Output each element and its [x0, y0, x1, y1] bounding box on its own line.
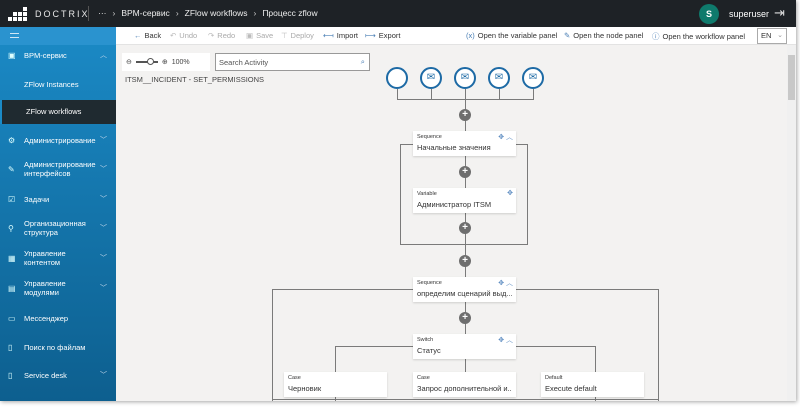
zoom-out-icon[interactable]: ⊖ [126, 59, 132, 66]
move-collapse-icon[interactable]: ✥ ︿ [498, 280, 513, 287]
chevron-down-icon: ﹀ [100, 285, 107, 292]
import-icon: ⟻ [323, 31, 334, 40]
pencil-icon: ✎ [564, 31, 571, 40]
redo-icon: ↷ [208, 31, 215, 40]
import-button[interactable]: ⟻Import [323, 31, 359, 40]
logout-icon[interactable]: ⇥ [774, 5, 785, 20]
undo-button[interactable]: ↶Undo [170, 31, 198, 40]
chevron-down-icon: ﹀ [100, 196, 107, 203]
chat-icon: ▭ [8, 313, 16, 323]
envelope-icon: ✉ [494, 72, 504, 83]
breadcrumb: ··· › BPM-сервис › ZFlow workflows › Про… [98, 8, 318, 18]
org-icon: ⚲ [8, 223, 14, 233]
chevron-right-icon: › [253, 8, 257, 18]
workflow-canvas[interactable]: ⊖ ⊕ 100% Search Activity⌕ ITSM__INCIDENT… [116, 45, 796, 401]
move-collapse-icon[interactable]: ✥ ︿ [498, 134, 513, 141]
toolbar: ←Back ↶Undo ↷Redo ▣Save ⊤Deploy ⟻Import … [116, 27, 796, 45]
envelope-icon: ✉ [528, 72, 538, 83]
export-icon: ⟼ [365, 31, 376, 40]
add-node-button[interactable]: + [459, 166, 471, 178]
zoom-control: ⊖ ⊕ 100% [122, 53, 210, 71]
add-node-button[interactable]: + [459, 109, 471, 121]
gear-icon: ⚙ [8, 135, 16, 145]
chevron-down-icon: ﹀ [100, 372, 107, 379]
start-event[interactable] [386, 67, 408, 89]
service-desk-icon: ▯ [8, 370, 13, 380]
chevron-down-icon: ﹀ [100, 166, 107, 173]
arrow-left-icon: ← [134, 31, 142, 40]
vertical-scrollbar[interactable] [787, 45, 796, 401]
info-icon: ⓘ [652, 32, 660, 41]
breadcrumb-more[interactable]: ··· [98, 8, 107, 18]
envelope-icon: ✉ [460, 72, 470, 83]
redo-button[interactable]: ↷Redo [208, 31, 236, 40]
user-menu[interactable]: S superuser [699, 4, 769, 24]
export-button[interactable]: ⟼Export [365, 31, 401, 40]
chevron-down-icon: ﹀ [100, 137, 107, 144]
content-icon: ▦ [8, 253, 16, 263]
workflow-name: ITSM__INCIDENT - SET_PERMISSIONS [125, 75, 265, 84]
add-node-button[interactable]: + [459, 312, 471, 324]
message-event[interactable]: ✉ [454, 67, 476, 89]
message-event[interactable]: ✉ [522, 67, 544, 89]
chevron-right-icon: › [175, 8, 179, 18]
sidebar: ▣BPM-сервис︿ ZFlow Instances ZFlow workf… [0, 27, 116, 401]
modules-icon: ▤ [8, 283, 16, 293]
zoom-level: 100% [171, 58, 190, 66]
chevron-down-icon: ﹀ [100, 225, 107, 232]
save-button[interactable]: ▣Save [246, 31, 274, 40]
chevron-down-icon: ﹀ [100, 255, 107, 262]
language-select[interactable]: EN⌄ [757, 28, 787, 44]
hamburger-icon[interactable] [10, 33, 19, 38]
scrollbar-thumb[interactable] [788, 55, 795, 100]
undo-icon: ↶ [170, 31, 177, 40]
chevron-right-icon: › [112, 8, 116, 18]
breadcrumb-item[interactable]: ZFlow workflows [184, 8, 248, 18]
back-button[interactable]: ←Back [134, 31, 162, 40]
user-name[interactable]: superuser [729, 9, 770, 19]
open-node-panel-button[interactable]: ✎Open the node panel [564, 31, 644, 40]
move-collapse-icon[interactable]: ✥ ︿ [498, 337, 513, 344]
zoom-in-icon[interactable]: ⊕ [161, 59, 168, 66]
variable-icon: (x) [466, 31, 475, 40]
add-node-button[interactable]: + [459, 222, 471, 234]
logo-icon [8, 7, 27, 21]
message-event[interactable]: ✉ [420, 67, 442, 89]
save-icon: ▣ [246, 31, 254, 40]
sidebar-subitem-zflow-instances[interactable]: ZFlow Instances [24, 80, 79, 89]
edit-icon: ✎ [8, 164, 15, 174]
logo[interactable]: DOCTRIX [8, 6, 90, 22]
message-event[interactable]: ✉ [488, 67, 510, 89]
sidebar-subitem-zflow-workflows[interactable]: ZFlow workflows [0, 100, 116, 124]
file-search-icon: ▯ [8, 342, 13, 352]
chevron-down-icon: ⌄ [777, 32, 783, 39]
bpm-icon: ▣ [8, 50, 16, 60]
search-activity-input[interactable]: Search Activity⌕ [215, 53, 370, 71]
logo-text: DOCTRIX [35, 9, 90, 19]
breadcrumb-item: Процесс zflow [262, 8, 318, 18]
divider [88, 6, 89, 21]
checkbox-icon: ☑ [8, 194, 16, 204]
avatar[interactable]: S [699, 4, 719, 24]
search-icon: ⌕ [360, 57, 365, 66]
envelope-icon: ✉ [426, 72, 436, 83]
deploy-button[interactable]: ⊤Deploy [281, 31, 314, 40]
add-node-button[interactable]: + [459, 255, 471, 267]
top-bar: DOCTRIX ··· › BPM-сервис › ZFlow workflo… [0, 0, 796, 27]
deploy-icon: ⊤ [281, 31, 288, 40]
chevron-up-icon: ︿ [100, 52, 107, 59]
move-icon[interactable]: ✥ [507, 190, 513, 197]
open-variable-panel-button[interactable]: (x)Open the variable panel [466, 31, 558, 40]
zoom-slider[interactable] [135, 58, 158, 65]
breadcrumb-item[interactable]: BPM-сервис [121, 8, 170, 18]
